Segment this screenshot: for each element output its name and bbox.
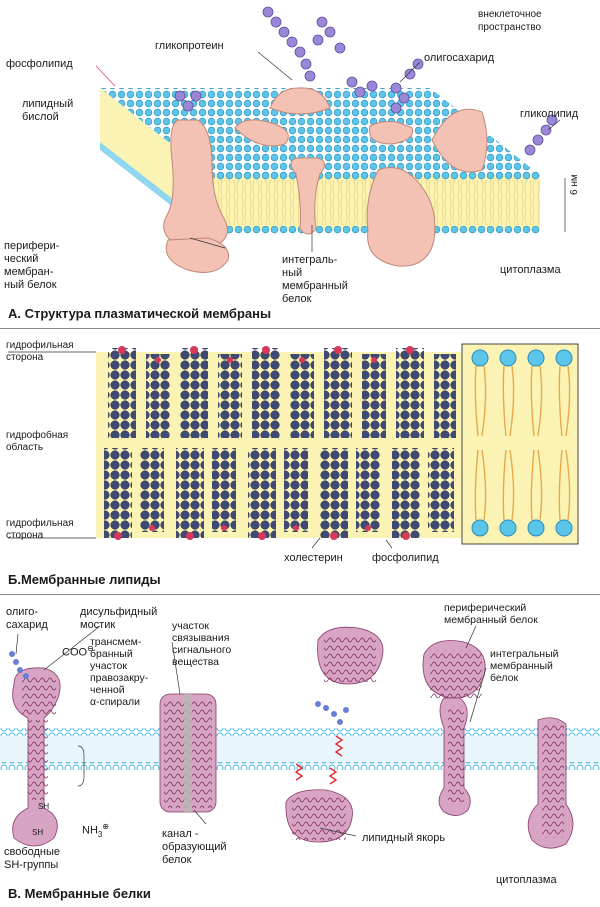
panel-a-figure (95, 6, 566, 273)
channel-label: канал - образующий белок (162, 828, 227, 866)
peripheral-protein (163, 119, 230, 273)
phospholipid-label-b: фосфолипид (372, 552, 439, 564)
glycoprotein-label: гликопротеин (155, 40, 224, 52)
sh-label-1: SH (38, 802, 50, 811)
peripheral-label-a: перифери- ческий мембран- ный белок (4, 240, 60, 291)
phospholipid-label-a: фосфолипид (6, 58, 73, 70)
hydrophobic-label: гидрофобная область (6, 430, 69, 453)
integral-protein (290, 157, 436, 267)
sh-label-2: SH (32, 828, 44, 837)
panel-c-figure (0, 625, 600, 849)
divider-b (0, 594, 600, 595)
schematic-heads (471, 349, 573, 537)
bottom-leaflet-chains (104, 448, 454, 538)
oligosaccharide-label-a: олигосахарид (424, 52, 495, 64)
extracellular-label: внеклеточное пространство (478, 9, 542, 33)
sugar-c-anchor (315, 701, 349, 725)
lipid-anchor-label: липидный якорь (362, 832, 446, 844)
binding-site-label: участок связывания сигнального вещества (172, 620, 232, 668)
free-sh-label: свободные SH-группы (4, 846, 61, 871)
panel-b-figure (8, 343, 579, 549)
integral-label-c: интегральный мембранный белок (490, 648, 559, 684)
lipid-anchor-zigzag (328, 735, 344, 785)
lipid-bilayer-label: липидный бислой (22, 98, 74, 123)
panel-a-caption: А. Структура плазматической мембраны (8, 306, 272, 321)
oligosaccharide-chains (174, 6, 558, 156)
panel-c-caption: В. Мембранные белки (8, 886, 151, 901)
integral-label-a: интеграль- ный мембранный белок (282, 254, 348, 305)
top-leaflet-chains (108, 348, 456, 438)
panel-b-caption: Б.Мембранные липиды (8, 572, 161, 587)
cytoplasm-label-c: цитоплазма (496, 874, 557, 886)
nh3-label: NH3⊕ (82, 822, 110, 839)
hydrophilic-top-label: гидрофильная сторона (6, 340, 74, 363)
schematic-box (461, 343, 579, 545)
cytoplasm-label-a: цитоплазма (500, 264, 561, 276)
cholesterol-label: холестерин (284, 552, 343, 564)
schematic-tails (474, 365, 571, 521)
transmembrane-label: трансмем- бранный участок правозакру- че… (90, 636, 149, 708)
divider-a (0, 328, 600, 329)
membrane-c-heads-top (0, 728, 600, 736)
oligosaccharide-label-c: олиго- сахарид (6, 606, 48, 631)
thickness-label: 6 нм (569, 174, 580, 195)
hydrophilic-bottom-label: гидрофильная сторона (6, 518, 74, 541)
glycolipid-label: гликолипид (520, 108, 579, 120)
glycoprotein-shape (234, 87, 488, 173)
disulfide-label: дисульфидный мостик (80, 606, 158, 631)
sugar-c-left (9, 651, 29, 679)
peripheral-label-c: периферический мембранный белок (444, 602, 538, 626)
coo-label: COO⊖ (62, 644, 94, 659)
polar-heads (114, 346, 414, 540)
membrane-c-band (0, 734, 600, 764)
